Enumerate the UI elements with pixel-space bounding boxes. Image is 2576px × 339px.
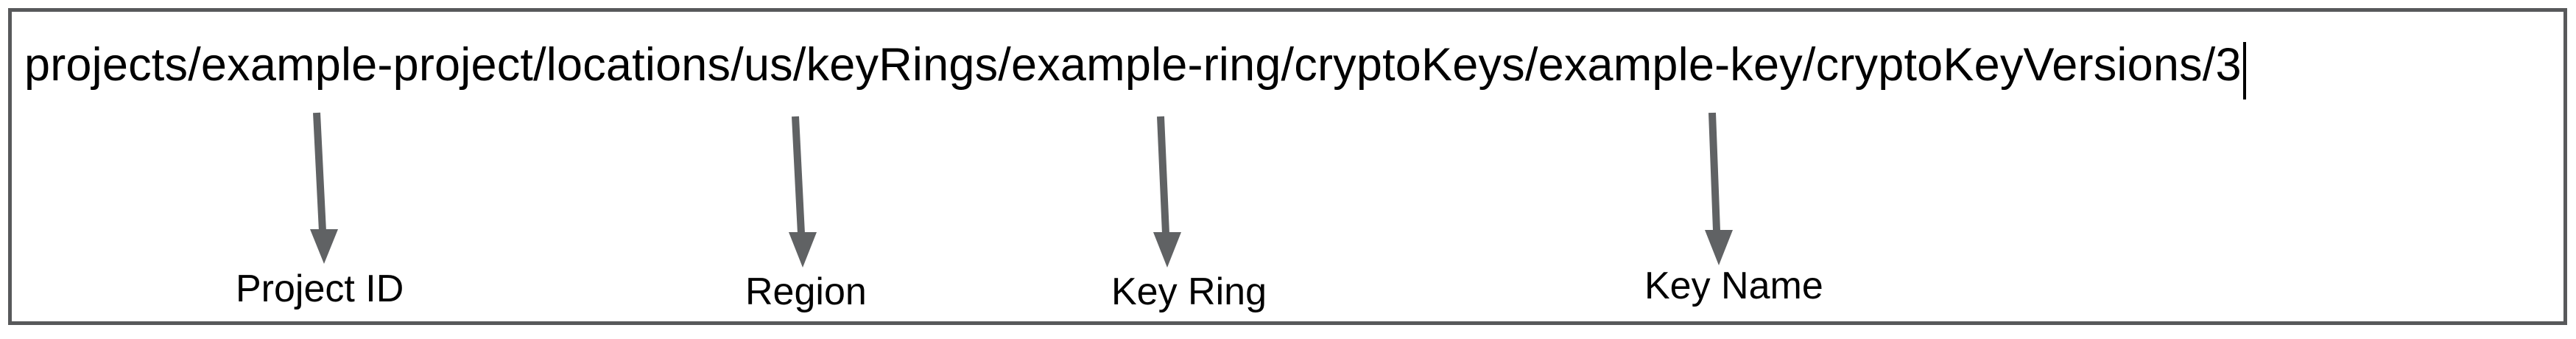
diagram-frame	[8, 8, 2567, 325]
resource-path-text[interactable]: projects/example-project/locations/us/ke…	[24, 39, 2246, 99]
text-cursor	[2242, 42, 2246, 99]
resource-path-value: projects/example-project/locations/us/ke…	[24, 39, 2242, 91]
label-region: Region	[745, 270, 867, 313]
label-project-id: Project ID	[236, 268, 404, 310]
label-key-name: Key Name	[1644, 265, 1823, 307]
label-key-ring: Key Ring	[1111, 270, 1267, 313]
